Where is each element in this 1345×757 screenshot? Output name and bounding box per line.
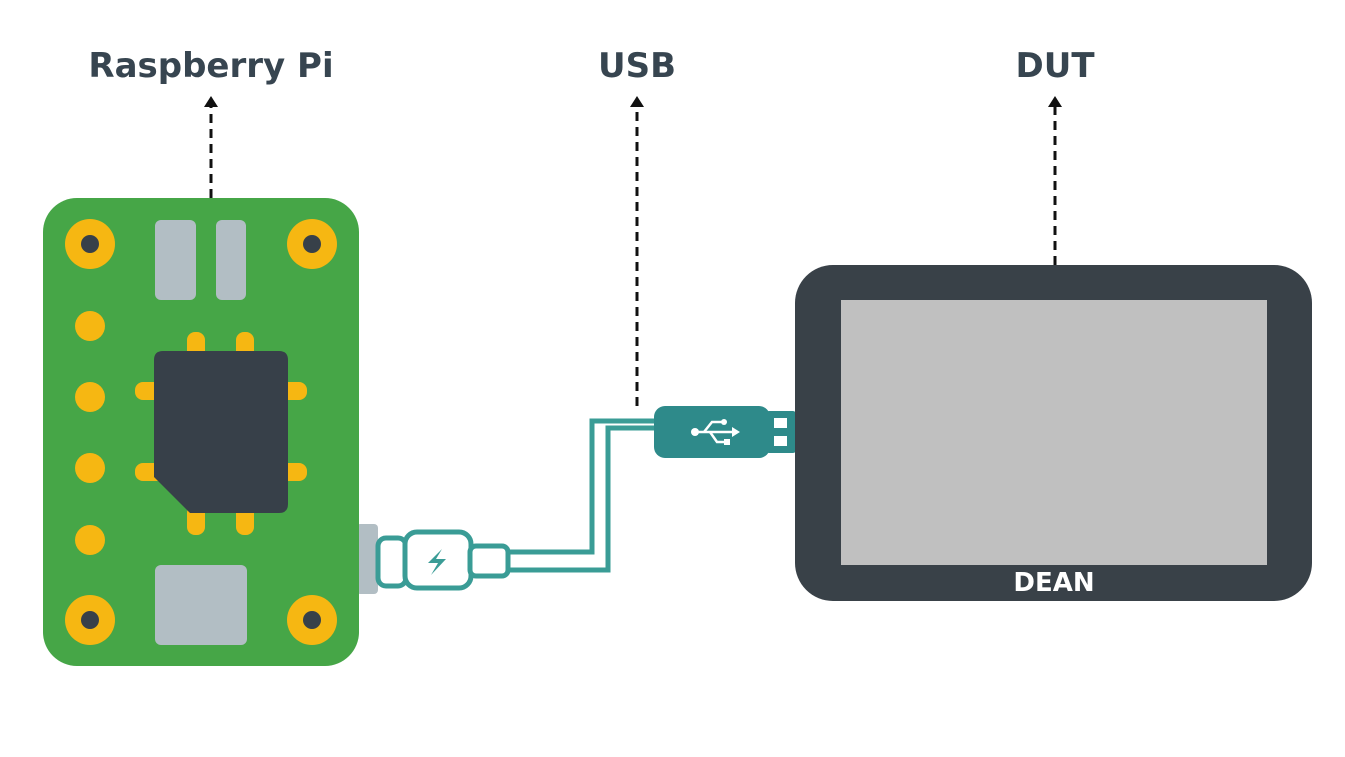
lightning-bolt-icon (428, 549, 446, 575)
usb-plug-contact-bottom (774, 436, 787, 446)
raspberry-pi-board-icon (43, 198, 378, 666)
usb-plug-metal (766, 411, 796, 453)
processor-chip (154, 351, 288, 513)
usb-cable-icon (375, 406, 796, 591)
usb-pointer-arrow (630, 96, 644, 406)
device-screen (841, 300, 1267, 565)
raspberry-pi-label: Raspberry Pi (88, 46, 333, 86)
board-top-connector-left (155, 220, 196, 300)
usb-plug-contact-top (774, 418, 787, 428)
cable-wire-outer (505, 425, 660, 573)
power-plug-tip (375, 535, 409, 589)
dut-label: DUT (1015, 46, 1095, 86)
mounting-hole-center (81, 235, 321, 629)
raspberry-pi-pointer-arrow (204, 96, 218, 198)
usb-trident-icon (696, 420, 734, 444)
cable-wire-inner (505, 418, 660, 555)
board-top-connector-right (216, 220, 246, 300)
dut-pointer-arrow (1048, 96, 1062, 265)
usb-label: USB (598, 46, 676, 86)
tablet-device-icon (795, 265, 1312, 601)
gpio-pads (75, 311, 105, 555)
board-bottom-connector (155, 565, 247, 645)
device-name-label: DEAN (1013, 568, 1094, 598)
power-plug-strain-relief (467, 543, 511, 579)
board-side-port (356, 524, 378, 594)
